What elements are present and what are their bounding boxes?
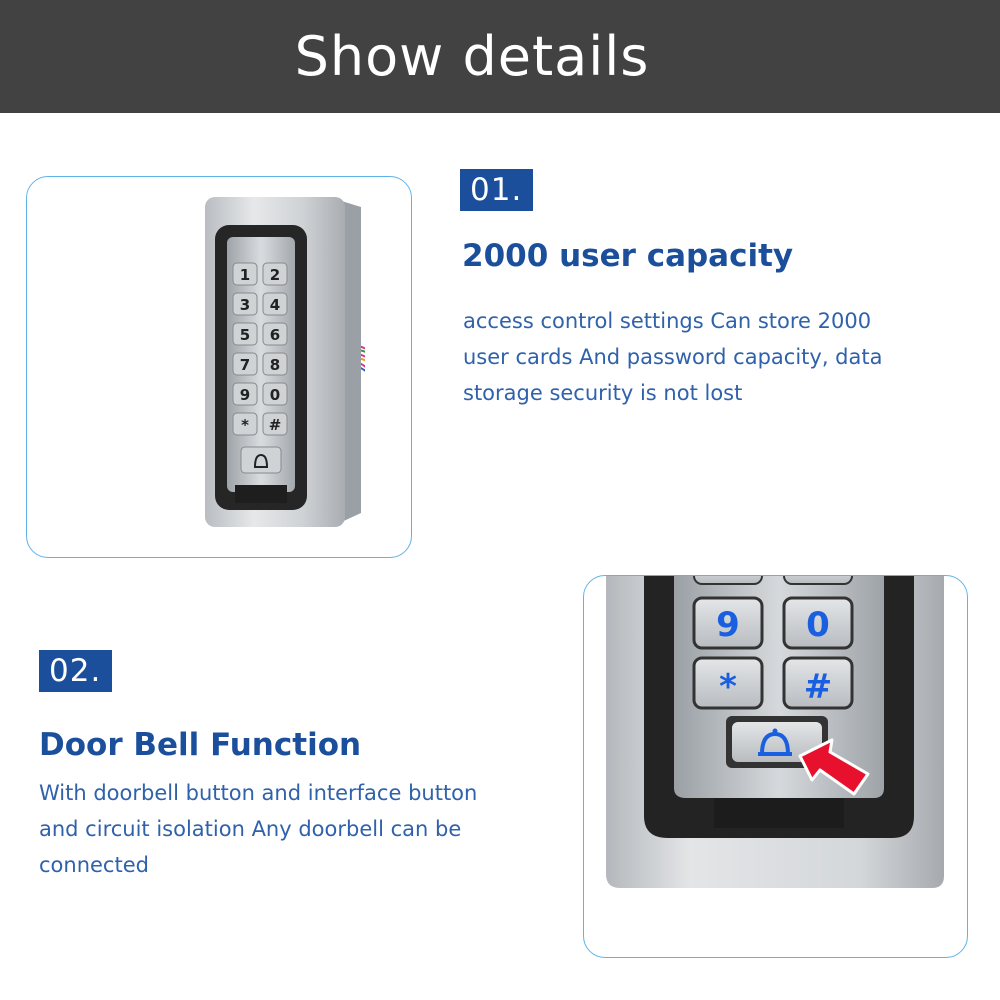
doorbell-closeup-card: 9 0 * # — [583, 575, 968, 958]
bell-icon — [758, 728, 792, 756]
product-image-card: 1 2 3 4 5 6 7 8 9 0 * # — [26, 176, 412, 558]
key-label: 4 — [270, 296, 280, 314]
feature-title: 2000 user capacity — [462, 238, 794, 274]
description-line: and circuit isolation Any doorbell can b… — [39, 817, 462, 841]
key-label: 7 — [240, 356, 250, 374]
description-line: With doorbell button and interface butto… — [39, 781, 478, 805]
feature-number-badge: 02. — [39, 650, 112, 692]
key-label: * — [719, 667, 737, 707]
key-label: 5 — [240, 326, 250, 344]
key-label: 0 — [270, 386, 280, 404]
arrow-pointer-icon — [798, 738, 870, 796]
key-label: 3 — [240, 296, 250, 314]
feature-title: Door Bell Function — [39, 727, 362, 763]
header-bar: Show details — [0, 0, 1000, 113]
key-label: 8 — [270, 356, 280, 374]
page-title: Show details — [294, 25, 650, 88]
feature-description: With doorbell button and interface butto… — [39, 775, 559, 883]
key-label: 6 — [270, 326, 280, 344]
key-label: 9 — [716, 605, 740, 645]
keypad-closeup-image: 9 0 * # — [606, 576, 944, 888]
description-line: connected — [39, 853, 149, 877]
key-label: 0 — [806, 605, 830, 645]
feature-description: access control settings Can store 2000 u… — [463, 303, 963, 411]
description-line: user cards And password capacity, data — [463, 345, 883, 369]
key-label: 2 — [270, 266, 280, 284]
key-label: # — [269, 416, 282, 434]
description-line: storage security is not lost — [463, 381, 743, 405]
key-label: * — [241, 416, 249, 434]
feature-number-badge: 01. — [460, 169, 533, 211]
key-label: 1 — [240, 266, 250, 284]
description-line: access control settings Can store 2000 — [463, 309, 872, 333]
keypad-device-image: 1 2 3 4 5 6 7 8 9 0 * # — [205, 197, 365, 527]
key-label: 9 — [240, 386, 250, 404]
key-label: # — [804, 667, 833, 707]
